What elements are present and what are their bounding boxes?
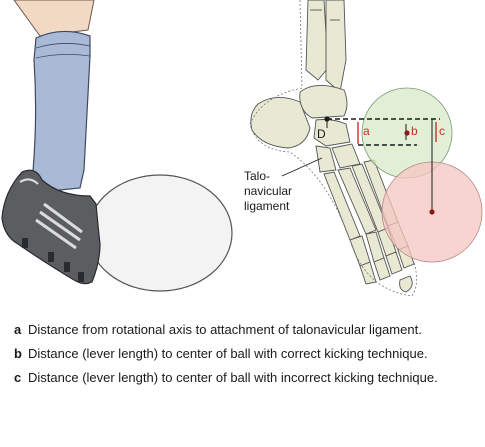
ligament-label-line2: navicular — [244, 184, 292, 198]
legend-item-b: b Distance (lever length) to center of b… — [14, 346, 474, 362]
distance-c-label: c — [439, 124, 445, 138]
ball-center-incorrect — [429, 209, 435, 215]
point-d-label: D — [317, 127, 326, 141]
legend-key-c: c — [14, 370, 22, 385]
ligament-label-line3: ligament — [244, 199, 290, 213]
leg-skin — [13, 0, 95, 37]
legend-key-b: b — [14, 346, 22, 361]
ligament-label-line1: Talo- — [244, 169, 270, 183]
sock — [31, 30, 91, 193]
distance-a-label: a — [363, 124, 370, 138]
legend-text-a: Distance from rotational axis to attachm… — [28, 322, 422, 337]
legend-text-c: Distance (lever length) to center of bal… — [28, 370, 438, 385]
boot — [1, 169, 101, 285]
ligament-leader-line — [281, 157, 323, 177]
legend-text-b: Distance (lever length) to center of bal… — [28, 346, 428, 361]
distance-b-label: b — [411, 124, 418, 138]
ball-center-correct — [404, 130, 410, 136]
legend-item-c: c Distance (lever length) to center of b… — [14, 370, 474, 386]
ball — [87, 174, 233, 292]
legend-item-a: a Distance from rotational axis to attac… — [14, 322, 474, 338]
foot-skeleton — [249, 0, 417, 297]
legend-key-a: a — [14, 322, 22, 337]
leg-illustration — [13, 0, 95, 193]
legend: a Distance from rotational axis to attac… — [14, 322, 474, 394]
distance-markers — [357, 122, 437, 144]
kicking-diagram: D a b c Talo- navicular ligament — [1, 0, 483, 297]
rotation-axis-point — [324, 116, 330, 122]
